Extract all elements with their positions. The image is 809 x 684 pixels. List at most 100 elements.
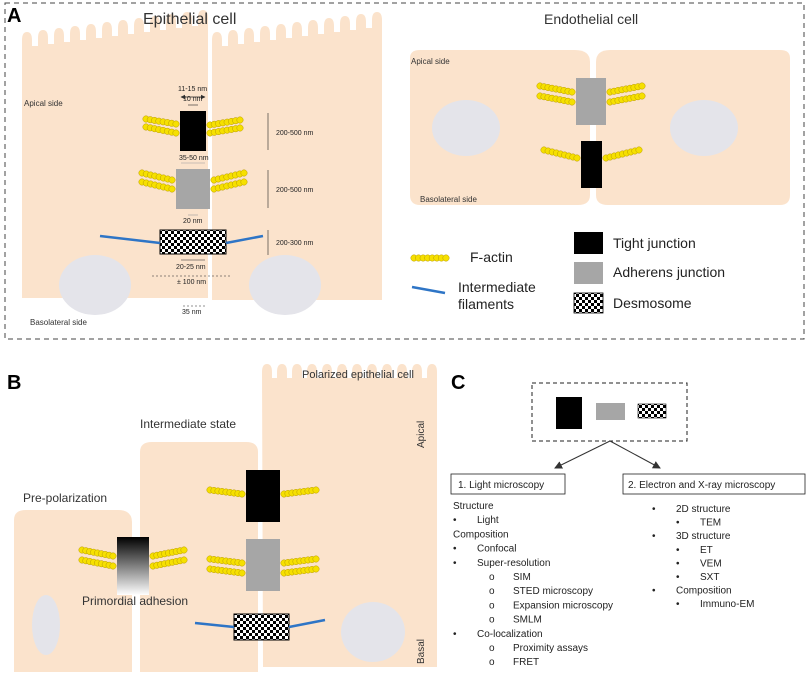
actin-bead bbox=[236, 124, 244, 132]
endo-apical-side-label: Apical side bbox=[411, 57, 450, 66]
legend-tight-symbol bbox=[574, 232, 603, 254]
basal-label: Basal bbox=[416, 639, 427, 664]
tj-width-range: 11-15 nm bbox=[178, 86, 207, 93]
actin-bead bbox=[168, 185, 176, 193]
actin-filaments-panel-b bbox=[78, 486, 320, 577]
list-bullet: o bbox=[489, 615, 495, 626]
actin-bead bbox=[180, 546, 188, 554]
intermediate-state-label: Intermediate state bbox=[140, 417, 236, 431]
list-item: Composition bbox=[453, 529, 509, 540]
actin-bead bbox=[109, 552, 117, 560]
panel-b-letter: B bbox=[7, 372, 21, 394]
polarized-cell bbox=[262, 364, 437, 667]
list-bullet: • bbox=[652, 531, 656, 542]
actin-bead bbox=[238, 559, 246, 567]
aj-width-range: 35-50 nm bbox=[179, 155, 209, 162]
legend-factin-label: F-actin bbox=[470, 249, 513, 265]
list-item: TEM bbox=[700, 518, 721, 529]
list-bullet: o bbox=[489, 572, 495, 583]
endo-tight-junction bbox=[581, 141, 602, 188]
actin-bead bbox=[180, 556, 188, 564]
pre-polarization-label: Pre-polarization bbox=[23, 491, 107, 505]
list-bullet: • bbox=[652, 504, 656, 515]
epithelial-cell-right bbox=[212, 12, 382, 300]
b-desmosome bbox=[233, 613, 290, 641]
intermediate-filament-left bbox=[99, 234, 161, 245]
arrow-to-light bbox=[554, 440, 611, 469]
primordial-adhesion bbox=[117, 537, 149, 595]
pre-polarization-nucleus bbox=[32, 595, 60, 655]
arrow-to-em bbox=[609, 440, 661, 469]
list-bullet: • bbox=[676, 558, 680, 569]
legend-adherens-label: Adherens junction bbox=[613, 264, 725, 280]
list-bullet: o bbox=[489, 657, 495, 668]
legend-factin-symbol bbox=[410, 254, 450, 262]
list-bullet: o bbox=[489, 643, 495, 654]
endo-adherens-junction bbox=[576, 78, 606, 125]
actin-bead bbox=[312, 565, 320, 573]
actin-bead bbox=[238, 490, 246, 498]
epithelial-cell-left bbox=[22, 10, 208, 298]
list-item: Expansion microscopy bbox=[513, 600, 613, 611]
list-item: STED microscopy bbox=[513, 586, 593, 597]
actin-bead bbox=[312, 486, 320, 494]
legend-intermediate-label-2: filaments bbox=[458, 296, 514, 312]
light-microscopy-box bbox=[450, 473, 566, 495]
b-adherens-junction bbox=[246, 539, 280, 591]
em-box bbox=[622, 473, 806, 495]
actin-bead bbox=[172, 120, 180, 128]
endothelial-title: Endothelial cell bbox=[544, 11, 638, 27]
actin-bead bbox=[236, 116, 244, 124]
list-item: SIM bbox=[513, 572, 531, 583]
c-tight-symbol bbox=[556, 397, 582, 429]
list-item: Confocal bbox=[477, 544, 516, 555]
adherens-junction bbox=[176, 169, 210, 209]
list-item: Co-localization bbox=[477, 629, 543, 640]
actin-bead bbox=[635, 146, 643, 154]
actin-filaments-endothelial bbox=[536, 82, 646, 162]
list-item: FRET bbox=[513, 657, 539, 668]
list-bullet: o bbox=[489, 586, 495, 597]
list-item: Proximity assays bbox=[513, 643, 588, 654]
polarized-nucleus bbox=[341, 602, 405, 662]
list-item: Composition bbox=[676, 586, 732, 597]
aj-height: 200-500 nm bbox=[276, 187, 314, 194]
light-microscopy-title: 1. Light microscopy bbox=[458, 480, 544, 491]
tj-width: 10 nm bbox=[183, 96, 203, 103]
actin-bead bbox=[172, 129, 180, 137]
list-bullet: • bbox=[676, 599, 680, 610]
desmosome bbox=[159, 229, 227, 255]
b-filament-right bbox=[288, 618, 326, 629]
c-adherens-symbol bbox=[596, 403, 625, 420]
epithelial-title: Epithelial cell bbox=[143, 11, 236, 28]
tj-height: 200-500 nm bbox=[276, 130, 314, 137]
legend-desmosome-symbol bbox=[573, 292, 604, 314]
ds-width-range: 20-25 nm bbox=[176, 264, 206, 271]
ds-width-bottom: 35 nm bbox=[182, 309, 202, 316]
actin-bead bbox=[573, 154, 581, 162]
actin-bead bbox=[109, 562, 117, 570]
c-desmosome-symbol bbox=[637, 403, 667, 419]
actin-filaments-panel-a bbox=[138, 115, 248, 193]
endo-nucleus-right bbox=[670, 100, 738, 156]
legend-adherens-symbol bbox=[574, 262, 603, 284]
nucleus-left bbox=[59, 255, 131, 315]
actin-bead bbox=[240, 169, 248, 177]
list-item: 2D structure bbox=[676, 504, 731, 515]
intermediate-filament-right bbox=[225, 234, 264, 245]
list-item: SMLM bbox=[513, 615, 542, 626]
list-bullet: o bbox=[489, 600, 495, 611]
ds-width-total: ± 100 nm bbox=[177, 279, 206, 286]
actin-bead bbox=[240, 178, 248, 186]
list-item: Structure bbox=[453, 501, 494, 512]
list-bullet: • bbox=[453, 558, 457, 569]
list-bullet: • bbox=[652, 586, 656, 597]
list-bullet: • bbox=[676, 545, 680, 556]
apical-side-label: Apical side bbox=[24, 99, 63, 108]
basolateral-side-label: Basolateral side bbox=[30, 318, 87, 327]
actin-bead bbox=[442, 254, 450, 262]
list-bullet: • bbox=[453, 515, 457, 526]
pre-polarization-cell bbox=[14, 510, 132, 672]
endo-nucleus-left bbox=[432, 100, 500, 156]
actin-bead bbox=[638, 82, 646, 90]
